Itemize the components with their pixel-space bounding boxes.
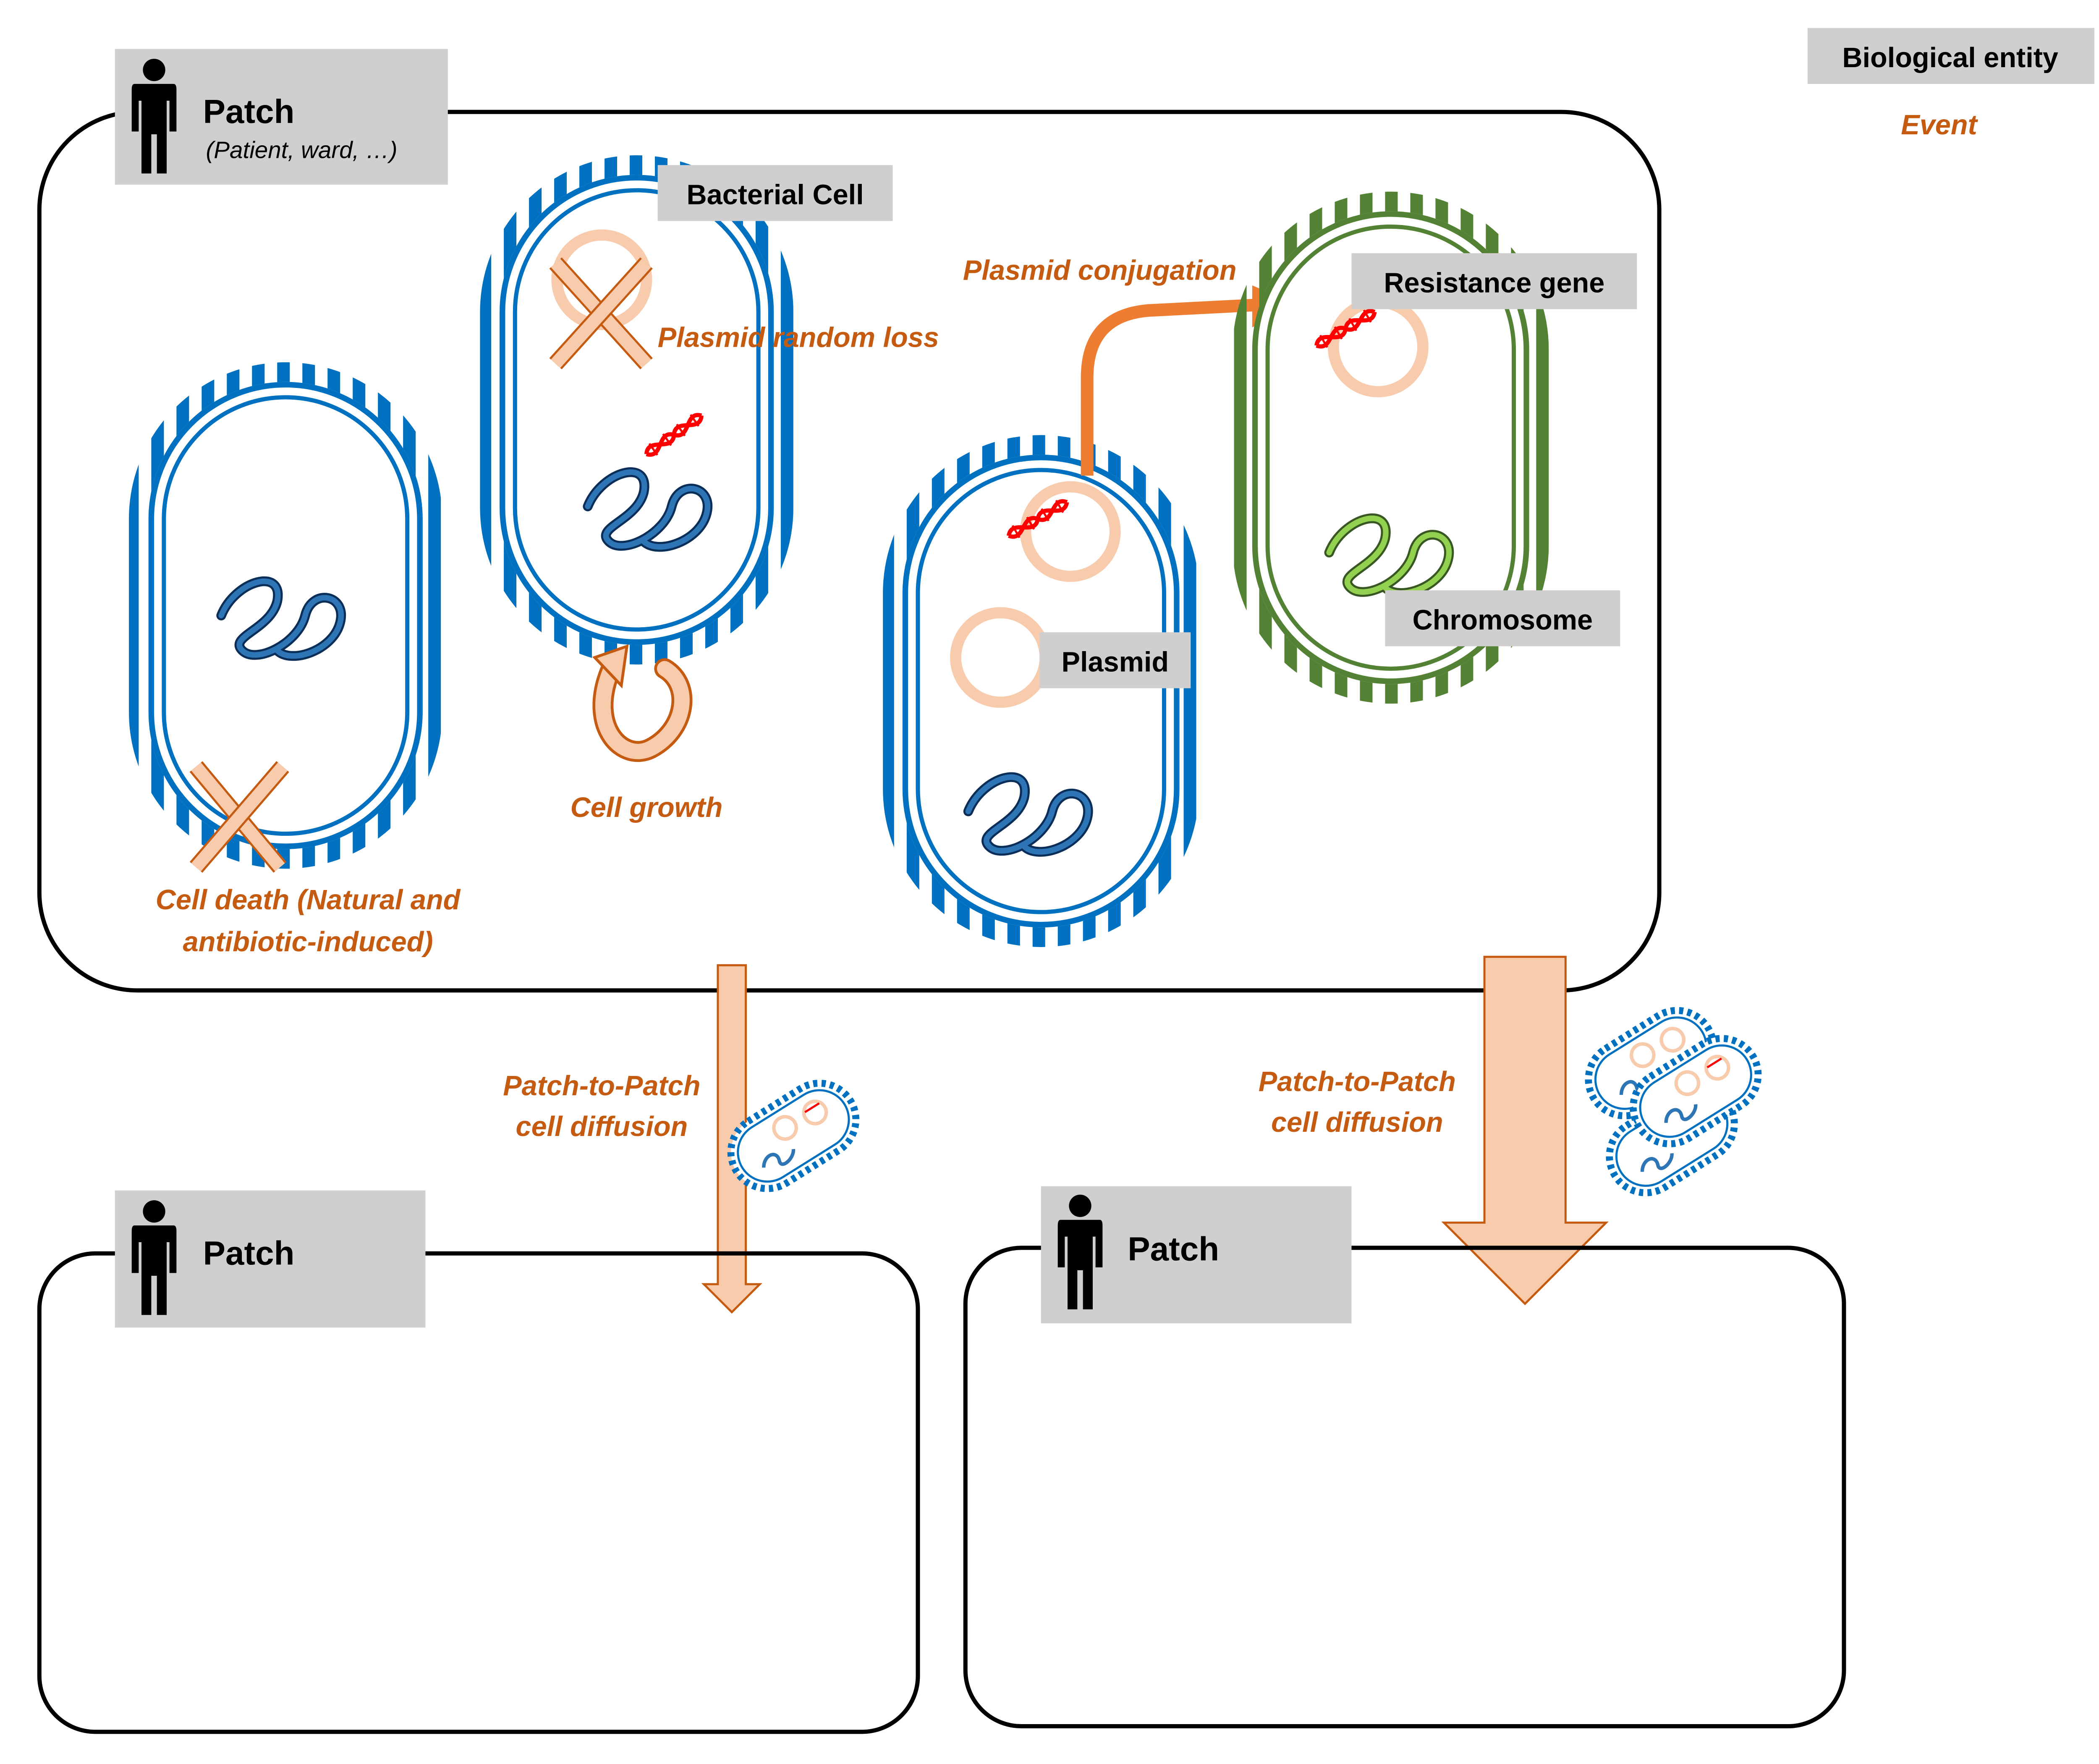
bottom-left-patch-title: Patch — [203, 1234, 295, 1272]
event-diffusion-left-line1: Patch-to-Patch — [503, 1070, 700, 1102]
label-resistance-gene: Resistance gene — [1351, 253, 1637, 309]
legend-event-label: Event — [1901, 110, 1978, 141]
bottom-right-patch-label: Patch — [1041, 1186, 1352, 1324]
bottom-right-patch-container — [963, 1246, 1846, 1729]
entity-chromosome: Chromosome — [1413, 605, 1593, 636]
legend-entity-label: Biological entity — [1842, 42, 2058, 73]
bottom-left-patch-label: Patch — [115, 1190, 426, 1328]
legend: Biological entity Event — [1807, 28, 2094, 141]
bottom-left-patch-container — [37, 1251, 920, 1734]
plasmid-icon — [1020, 481, 1121, 582]
entity-resistance-gene: Resistance gene — [1384, 267, 1604, 298]
event-cell-death-line1: Cell death (Natural and — [156, 885, 461, 916]
event-diffusion-right-line1: Patch-to-Patch — [1259, 1066, 1456, 1097]
growth-arrow-icon — [592, 644, 693, 762]
label-plasmid: Plasmid — [1039, 632, 1191, 688]
event-cell-growth: Cell growth — [571, 792, 723, 823]
top-patch-label: Patch (Patient, ward, …) — [115, 49, 448, 185]
event-cell-death-line2: antibiotic-induced) — [183, 926, 433, 958]
bacterial-cell-dying — [129, 362, 442, 873]
event-diffusion-right-line2: cell diffusion — [1271, 1107, 1443, 1138]
cross-icon — [549, 257, 653, 369]
diffusion-arrow-right — [1441, 955, 1609, 1306]
small-cell-icon — [727, 1079, 860, 1192]
entity-plasmid: Plasmid — [1062, 646, 1169, 678]
top-patch-subtitle: (Patient, ward, …) — [206, 137, 397, 164]
top-patch-container — [37, 110, 1662, 993]
bacterial-cell-growing — [480, 155, 793, 762]
entity-bacterial-cell: Bacterial Cell — [686, 180, 864, 211]
bottom-right-patch-title: Patch — [1128, 1230, 1219, 1267]
event-plasmid-loss: Plasmid random loss — [658, 322, 939, 353]
top-patch-title: Patch — [203, 93, 295, 130]
legend-entity-box — [1807, 28, 2094, 84]
cross-icon — [189, 761, 289, 873]
event-diffusion-left-line2: cell diffusion — [516, 1111, 688, 1142]
label-bacterial-cell: Bacterial Cell — [657, 165, 893, 221]
bacterial-cell-recipient — [1233, 191, 1549, 704]
bacterial-cell-donor — [883, 435, 1199, 947]
small-cell-cluster-icon — [1585, 1007, 1762, 1196]
event-plasmid-conjugation: Plasmid conjugation — [963, 255, 1237, 286]
label-chromosome: Chromosome — [1385, 590, 1620, 646]
